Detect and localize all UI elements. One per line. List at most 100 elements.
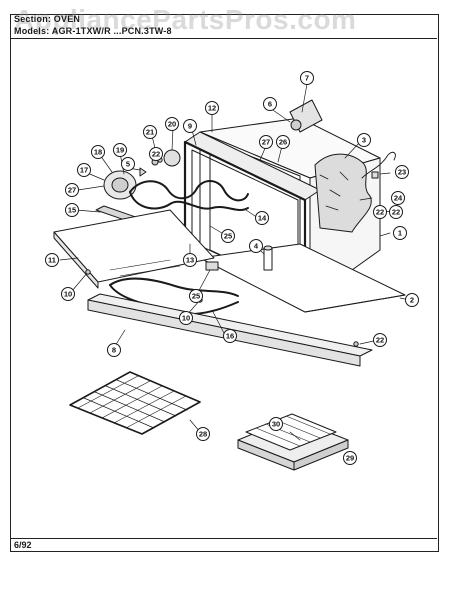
oven-rack [69, 371, 201, 435]
callout-circle [183, 253, 197, 267]
callout-number: 9 [188, 122, 192, 131]
callout-circle [263, 97, 277, 111]
callout-c26: 26 [276, 135, 290, 149]
callout-circle [165, 117, 179, 131]
callout-c3: 3 [357, 133, 371, 147]
callout-circle [149, 147, 163, 161]
callout-circle [121, 157, 135, 171]
callout-circle [179, 311, 193, 325]
callout-circle [223, 329, 237, 343]
insulation [314, 153, 372, 233]
callout-c9: 9 [183, 119, 197, 133]
callout-number: 13 [186, 256, 194, 265]
callout-c8: 8 [107, 343, 121, 357]
callout-c10b: 10 [179, 311, 193, 325]
callout-c1: 1 [393, 226, 407, 240]
diagram-header: Section: OVEN Models: AGR-1TXW/R ...PCN.… [10, 14, 437, 39]
section-title: Section: OVEN [14, 14, 81, 24]
parts-diagram-frame [10, 14, 439, 552]
callout-number: 7 [305, 74, 309, 83]
callout-circle [373, 333, 387, 347]
diagram-footer: 6/92 [10, 538, 437, 551]
callout-number: 2 [410, 296, 414, 305]
callout-c27a: 27 [259, 135, 273, 149]
broil-element [129, 180, 249, 211]
callout-circle [65, 183, 79, 197]
callout-number: 11 [48, 256, 56, 265]
callout-c18: 18 [91, 145, 105, 159]
model-list: Models: AGR-1TXW/R ...PCN.3TW-8 [14, 26, 172, 36]
thermostat-bracket [289, 99, 323, 133]
callout-number: 5 [126, 160, 130, 169]
callout-circle [91, 145, 105, 159]
callout-c22c: 22 [373, 333, 387, 347]
callout-c2: 2 [405, 293, 419, 307]
callout-circle [221, 229, 235, 243]
callout-c17: 17 [77, 163, 91, 177]
revision-date: 6/92 [14, 540, 32, 550]
callout-circle [389, 205, 403, 219]
callout-number: 25 [224, 232, 232, 241]
callout-c5: 5 [121, 157, 135, 171]
callout-number: 25 [192, 292, 200, 301]
callout-circle [77, 163, 91, 177]
callout-circle [65, 203, 79, 217]
callout-number: 10 [182, 314, 190, 323]
callout-c22b: 22 [389, 205, 403, 219]
callout-c15: 15 [65, 203, 79, 217]
callout-c20: 20 [165, 117, 179, 131]
callout-circle [183, 119, 197, 133]
callout-c12: 12 [205, 101, 219, 115]
callout-number: 22 [152, 150, 160, 159]
vent-tube [263, 245, 273, 271]
callout-c29: 29 [343, 451, 357, 465]
callout-circle [113, 143, 127, 157]
callout-number: 19 [116, 146, 124, 155]
callout-c27b: 27 [65, 183, 79, 197]
callout-c19: 19 [113, 143, 127, 157]
callout-c25b: 25 [189, 289, 203, 303]
callout-number: 30 [272, 420, 280, 429]
callout-number: 22 [376, 336, 384, 345]
callout-c30: 30 [269, 417, 283, 431]
wire-harness [361, 151, 396, 179]
callout-c16: 16 [223, 329, 237, 343]
callout-number: 16 [226, 332, 234, 341]
callout-number: 22 [376, 208, 384, 217]
callout-c10a: 10 [61, 287, 75, 301]
callout-number: 4 [254, 242, 259, 251]
callout-circle [276, 135, 290, 149]
callout-number: 17 [80, 166, 88, 175]
callout-number: 28 [199, 430, 207, 439]
callout-circle [143, 125, 157, 139]
callout-circle [259, 135, 273, 149]
callout-c24: 24 [391, 191, 405, 205]
callout-circle [393, 226, 407, 240]
callout-circle [269, 417, 283, 431]
callout-c13: 13 [183, 253, 197, 267]
callout-c11: 11 [45, 253, 59, 267]
callout-c21: 21 [143, 125, 157, 139]
callout-number: 21 [146, 128, 154, 137]
callout-circle [189, 289, 203, 303]
callout-number: 18 [94, 148, 102, 157]
callout-c22a: 22 [149, 147, 163, 161]
callout-number: 27 [262, 138, 270, 147]
callout-circle [343, 451, 357, 465]
callout-circle [391, 191, 405, 205]
callout-number: 8 [112, 346, 116, 355]
callout-circle [249, 239, 263, 253]
callout-number: 26 [279, 138, 287, 147]
callout-circle [373, 205, 387, 219]
callout-number: 22 [392, 208, 400, 217]
callout-c14: 14 [255, 211, 269, 225]
callout-circle [61, 287, 75, 301]
callout-circle [300, 71, 314, 85]
callout-circle [395, 165, 409, 179]
callout-number: 27 [68, 186, 76, 195]
callout-number: 1 [398, 229, 402, 238]
callout-c4: 4 [249, 239, 263, 253]
callout-circle [107, 343, 121, 357]
